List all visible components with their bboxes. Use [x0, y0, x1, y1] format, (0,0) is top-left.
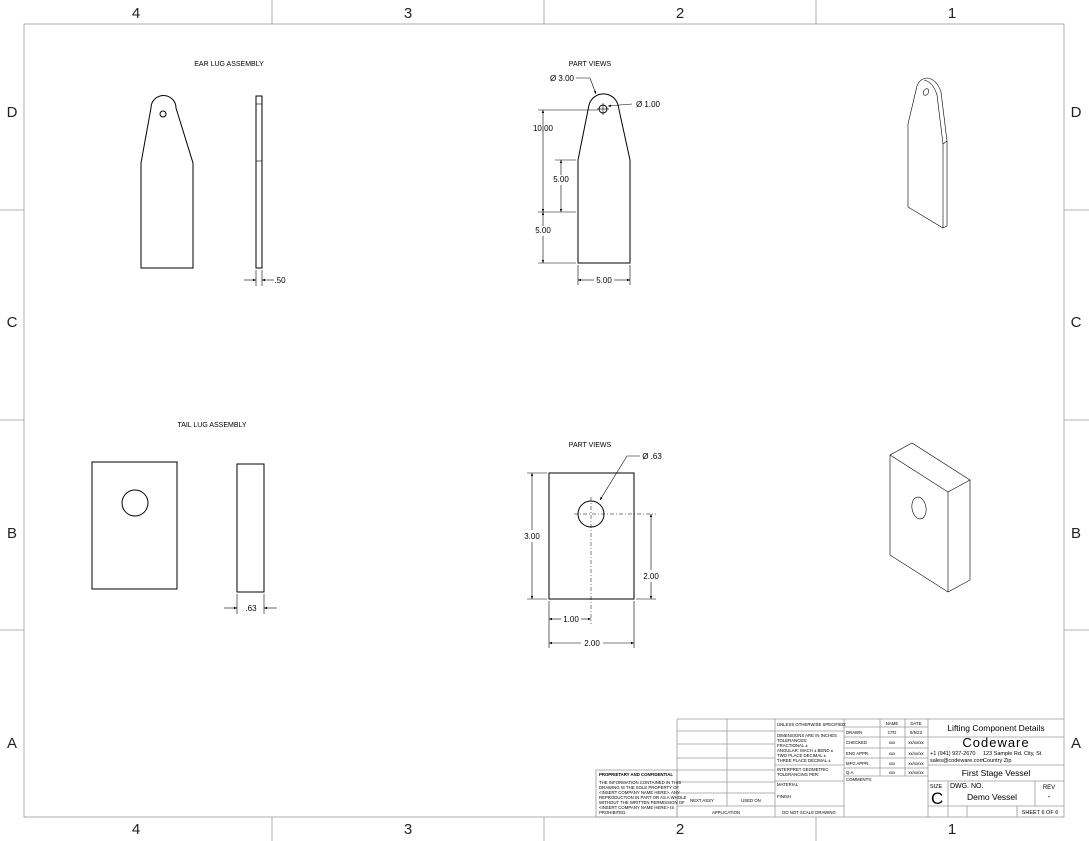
finish-label: FINISH	[777, 794, 791, 799]
ear-width-dim: 5.00	[596, 276, 612, 285]
dims-line: ANGULAR: MACH ± BEND ±	[777, 748, 834, 753]
zone-col-1-bottom: 1	[948, 821, 956, 838]
drawing-subtitle: First Stage Vessel	[962, 768, 1031, 778]
proprietary-line: THE INFORMATION CONTAINED IN THIS	[599, 780, 681, 785]
approval-date: xx/xx/xx	[908, 770, 924, 775]
approval-name: xxx	[889, 770, 896, 775]
name-header: NAME	[886, 721, 899, 726]
interpret-line: INTERPRET GEOMETRIC	[777, 767, 829, 772]
zone-col-1: 1	[948, 5, 956, 22]
approval-name: xxx	[889, 751, 896, 756]
unless-specified: UNLESS OTHERWISE SPECIFIED:	[777, 722, 846, 727]
company-address-2: Country Zip	[983, 758, 1011, 764]
approval-role: Q.A.	[846, 770, 855, 775]
dwg-no: Demo Vessel	[967, 792, 1017, 802]
dims-line: FRACTIONAL ±	[777, 743, 808, 748]
proprietary-line: REPRODUCTION IN PART OR AS A WHOLE	[599, 795, 687, 800]
approval-name: xxx	[889, 761, 896, 766]
dims-line: DIMENSIONS ARE IN INCHES	[777, 733, 837, 738]
proprietary-title: PROPRIETARY AND CONFIDENTIAL	[599, 772, 673, 777]
next-assy-label: NEXT ASSY	[690, 798, 714, 803]
proprietary-line: WITHOUT THE WRITTEN PERMISSION OF	[599, 800, 685, 805]
size-label: SIZE	[930, 784, 943, 790]
company-name: Codeware	[962, 735, 1029, 750]
approval-role: DRAWN	[846, 730, 862, 735]
date-header: DATE	[910, 721, 921, 726]
tail-lug-thickness-dim: .63	[245, 604, 257, 613]
approval-role: MFG APPR.	[846, 761, 869, 766]
approval-date: xx/xx/xx	[908, 761, 924, 766]
ear-lug-assembly-view: EAR LUG ASSEMBLY .50	[140, 61, 286, 286]
tail-hole-height-dim: 2.00	[643, 572, 659, 581]
zone-col-3-bottom: 3	[404, 821, 412, 838]
interpret-line: TOLERANCING PER:	[777, 772, 819, 777]
ear-lug-title: EAR LUG ASSEMBLY	[194, 61, 264, 68]
zone-row-c: C	[7, 314, 18, 331]
zone-labels: 4 3 2 1 4 3 2 1 D C B A D C B A	[7, 5, 1082, 838]
tail-part-views-title: PART VIEWS	[569, 442, 612, 449]
dwg-no-label: DWG. NO.	[950, 783, 983, 790]
company-phone: +1 (941) 927-2670	[930, 751, 975, 757]
ear-lug-part-view: PART VIEWS Ø 3.00 Ø 1.00 10.00 5.00 5.00…	[533, 61, 661, 285]
proprietary-line: <INSERT COMPANY NAME HERE>. ANY	[599, 790, 680, 795]
zone-row-d-right: D	[1071, 104, 1082, 121]
tail-lug-part-view: PART VIEWS Ø .63 3.00 2.00 1.00 2.00	[524, 442, 662, 648]
dims-line: TOLERANCES:	[777, 738, 807, 743]
ear-taper-height-dim: 5.00	[553, 175, 569, 184]
sheet-number: SHEET 6 OF 6	[1022, 810, 1059, 816]
rev-value: -	[1048, 792, 1051, 801]
zone-col-2: 2	[676, 5, 684, 22]
approval-date: xx/xx/xx	[908, 751, 924, 756]
ear-lower-height-dim: 5.00	[535, 226, 551, 235]
tail-hole-dia-dim: Ø .63	[642, 452, 662, 461]
approval-date: xx/xx/xx	[908, 740, 924, 745]
tail-width-dim: 2.00	[584, 639, 600, 648]
approval-role: ENG APPR.	[846, 751, 869, 756]
ear-part-views-title: PART VIEWS	[569, 61, 612, 68]
zone-row-d: D	[7, 104, 18, 121]
zone-col-2-bottom: 2	[676, 821, 684, 838]
approval-role: CHECKED	[846, 740, 867, 745]
tail-lug-assembly-view: TAIL LUG ASSEMBLY .63	[91, 422, 277, 614]
material-label: MATERIAL	[777, 782, 799, 787]
zone-row-a-right: A	[1071, 735, 1081, 752]
zone-col-3: 3	[404, 5, 412, 22]
drawing-title: Lifting Component Details	[947, 723, 1044, 733]
sheet-size: C	[931, 789, 943, 808]
approval-date: 6/5/23	[910, 730, 923, 735]
used-on-label: USED ON	[741, 798, 761, 803]
approval-name: CTD	[888, 730, 897, 735]
proprietary-line: DRAWING IS THE SOLE PROPERTY OF	[599, 785, 679, 790]
zone-row-c-right: C	[1071, 314, 1082, 331]
dims-line: TWO PLACE DECIMAL ±	[777, 753, 827, 758]
application-label: APPLICATION	[712, 810, 740, 815]
zone-row-b-right: B	[1071, 525, 1081, 542]
proprietary-notice: THE INFORMATION CONTAINED IN THIS DRAWIN…	[599, 780, 687, 815]
rev-label: REV	[1043, 785, 1055, 791]
ear-total-height-dim: 10.00	[533, 124, 554, 133]
tail-lug-isometric-view	[889, 442, 971, 593]
zone-row-b: B	[7, 525, 17, 542]
ear-arc-dia-dim: Ø 3.00	[550, 74, 575, 83]
tail-lug-title: TAIL LUG ASSEMBLY	[177, 422, 246, 429]
zone-row-a: A	[7, 735, 17, 752]
ear-hole-dia-dim: Ø 1.00	[636, 100, 661, 109]
approvals-table: DRAWN CTD 6/5/23 CHECKED xxx xx/xx/xx EN…	[846, 730, 924, 775]
dims-line: THREE PLACE DECIMAL ±	[777, 758, 831, 763]
comments-label: COMMENTS:	[846, 777, 872, 782]
title-block: PROPRIETARY AND CONFIDENTIAL THE INFORMA…	[595, 718, 1064, 818]
company-email: sales@codeware.com	[930, 758, 985, 764]
ear-lug-isometric-view	[907, 77, 948, 229]
company-address-1: 123 Sample Rd. City, St	[983, 751, 1042, 757]
proprietary-line: PROHIBITED.	[599, 810, 626, 815]
do-not-scale: DO NOT SCALE DRAWING	[782, 810, 836, 815]
tail-height-dim: 3.00	[524, 532, 540, 541]
approval-name: xxx	[889, 740, 896, 745]
zone-col-4: 4	[132, 5, 140, 22]
proprietary-line: <INSERT COMPANY NAME HERE> IS	[599, 805, 674, 810]
tail-hole-x-dim: 1.00	[563, 615, 579, 624]
zone-col-4-bottom: 4	[132, 821, 140, 838]
ear-lug-thickness-dim: .50	[274, 276, 286, 285]
